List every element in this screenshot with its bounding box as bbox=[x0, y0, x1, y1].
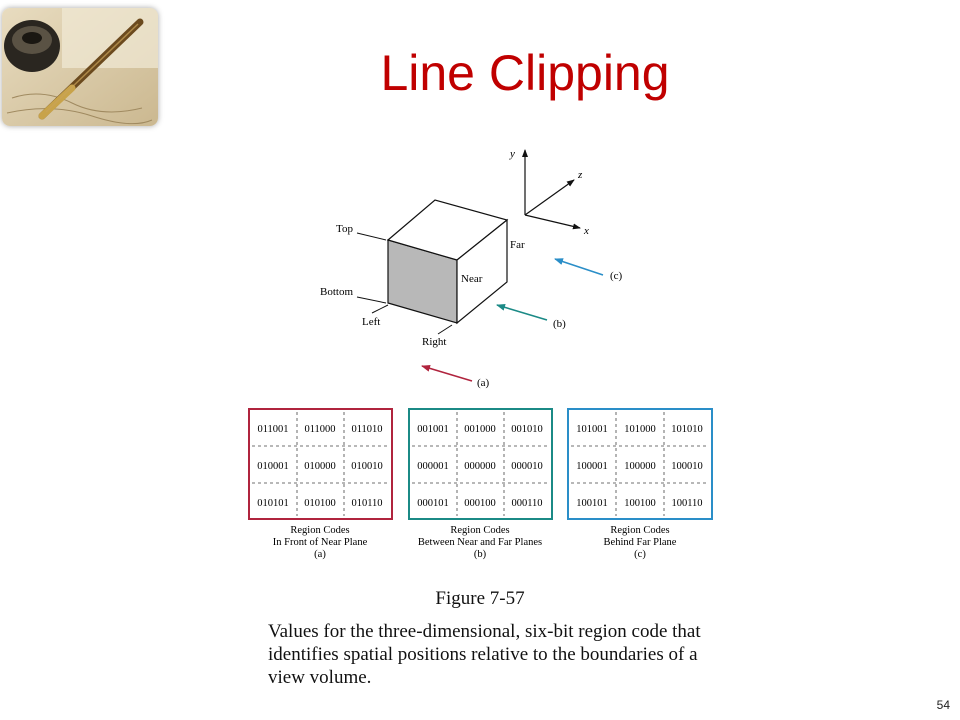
left-leader bbox=[371, 304, 389, 314]
region-code: 010110 bbox=[351, 498, 382, 509]
caption-line: identifies spatial positions relative to… bbox=[268, 644, 698, 665]
region-code: 000100 bbox=[464, 498, 496, 509]
grid-caption-line: (b) bbox=[474, 549, 487, 560]
grid-caption-line: Between Near and Far Planes bbox=[418, 537, 542, 548]
arrow-b-label: (b) bbox=[553, 318, 566, 330]
right-face bbox=[456, 218, 508, 325]
region-code: 100000 bbox=[624, 461, 656, 472]
grid-border bbox=[567, 408, 713, 520]
figure-label: Figure 7-57 bbox=[435, 588, 525, 609]
view-arrows: (c) (b) (a) bbox=[421, 258, 623, 389]
region-code: 101010 bbox=[671, 424, 703, 435]
region-code: 001000 bbox=[464, 424, 496, 435]
region-code: 010101 bbox=[257, 498, 289, 509]
top-label: Top bbox=[336, 223, 353, 235]
arrow-b bbox=[496, 303, 548, 321]
far-label: Far bbox=[510, 239, 525, 251]
region-code: 000000 bbox=[464, 461, 496, 472]
region-code: 010100 bbox=[304, 498, 336, 509]
region-code: 001001 bbox=[417, 424, 449, 435]
region-code: 000101 bbox=[417, 498, 449, 509]
region-code: 100010 bbox=[671, 461, 703, 472]
bottom-leader bbox=[356, 296, 387, 304]
arrow-c-label: (c) bbox=[610, 270, 623, 282]
grid-caption-line: Region Codes bbox=[610, 525, 669, 536]
region-code: 100001 bbox=[576, 461, 608, 472]
arrow-c bbox=[554, 258, 604, 276]
z-axis bbox=[524, 179, 575, 216]
arrow-a bbox=[421, 364, 473, 382]
coordinate-axes: y z x bbox=[509, 148, 589, 237]
grid-caption-line: (c) bbox=[634, 549, 646, 560]
grid-caption-line: Behind Far Plane bbox=[604, 537, 677, 548]
top-leader bbox=[356, 232, 387, 241]
z-axis-label: z bbox=[577, 169, 583, 181]
region-code: 010000 bbox=[304, 461, 336, 472]
grid-border bbox=[248, 408, 393, 520]
figure-diagram: y z x Top Bottom Left Right Near Far (c)… bbox=[248, 148, 713, 560]
region-code: 010001 bbox=[257, 461, 289, 472]
region-code: 011000 bbox=[304, 424, 335, 435]
slide-title: Line Clipping bbox=[380, 45, 670, 101]
region-code: 101000 bbox=[624, 424, 656, 435]
region-code: 001010 bbox=[511, 424, 543, 435]
region-code: 101001 bbox=[576, 424, 608, 435]
grid-caption-line: (a) bbox=[314, 549, 326, 560]
region-code: 100100 bbox=[624, 498, 656, 509]
right-label: Right bbox=[422, 336, 446, 348]
bottom-label: Bottom bbox=[320, 286, 353, 298]
arrow-a-label: (a) bbox=[477, 377, 490, 389]
grid-border bbox=[408, 408, 553, 520]
figure-caption: Values for the three-dimensional, six-bi… bbox=[268, 620, 738, 689]
page-number: 54 bbox=[936, 698, 950, 712]
region-grid-b: 001001 001000 001010 000001 000000 00001… bbox=[408, 408, 553, 560]
view-volume-cube: Top Bottom Left Right Near Far bbox=[320, 199, 525, 348]
caption-line: Values for the three-dimensional, six-bi… bbox=[268, 621, 701, 642]
region-code: 000010 bbox=[511, 461, 543, 472]
x-axis bbox=[524, 214, 581, 230]
x-axis-label: x bbox=[583, 225, 589, 237]
region-code: 100101 bbox=[576, 498, 608, 509]
right-leader bbox=[437, 324, 453, 335]
region-code: 100110 bbox=[671, 498, 702, 509]
y-axis-label: y bbox=[509, 148, 515, 160]
region-grid-a: 011001 011000 011010 010001 010000 01001… bbox=[248, 408, 393, 560]
near-label: Near bbox=[461, 273, 483, 285]
region-code: 000001 bbox=[417, 461, 449, 472]
region-code: 011010 bbox=[351, 424, 382, 435]
left-label: Left bbox=[362, 316, 380, 328]
caption-line: view volume. bbox=[268, 667, 372, 688]
grid-caption-line: Region Codes bbox=[450, 525, 509, 536]
region-code: 011001 bbox=[257, 424, 288, 435]
grid-caption-line: Region Codes bbox=[290, 525, 349, 536]
region-grid-c: 101001 101000 101010 100001 100000 10001… bbox=[567, 408, 713, 560]
region-code: 000110 bbox=[511, 498, 542, 509]
region-code: 010010 bbox=[351, 461, 383, 472]
pen-ink-photo bbox=[2, 8, 158, 126]
grid-caption-line: In Front of Near Plane bbox=[273, 537, 368, 548]
